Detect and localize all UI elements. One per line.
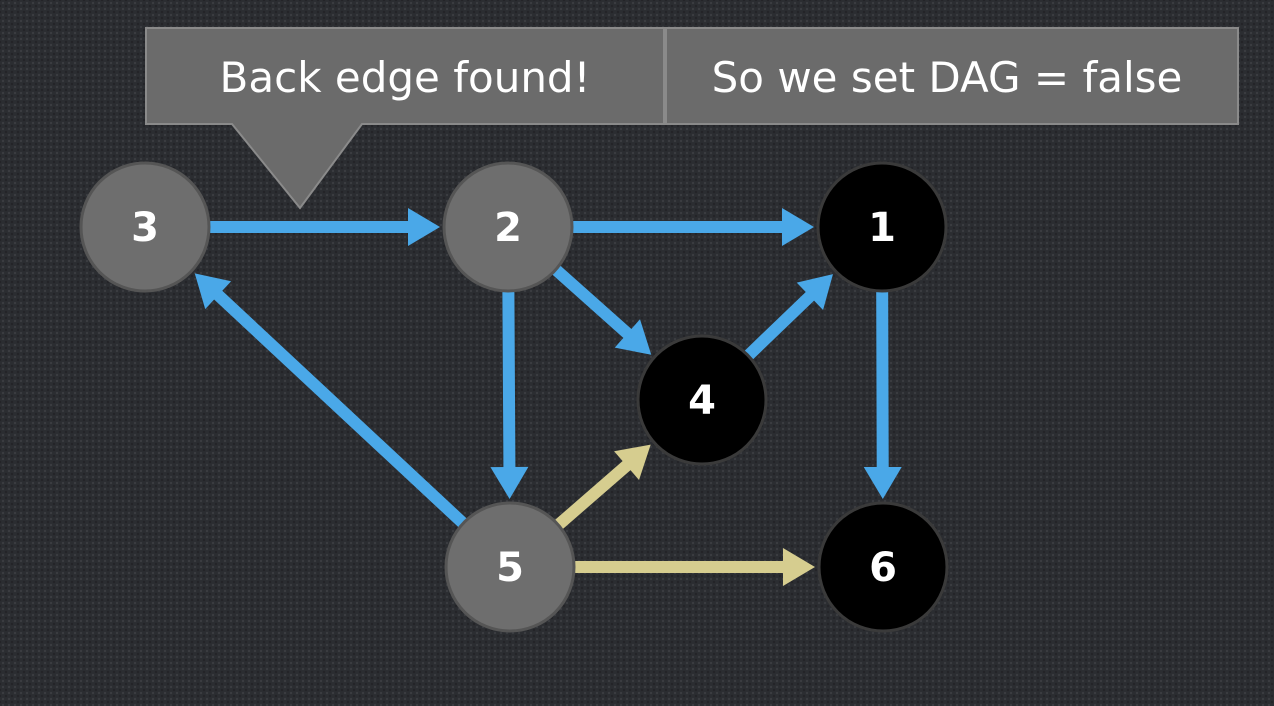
edge-line [502,286,516,476]
node-2: 2 [442,161,574,293]
edge-line [551,264,635,341]
edge-line [553,458,635,530]
edge-4-1 [743,274,833,361]
arrowhead [490,466,529,500]
node-6: 6 [817,501,949,633]
nodes: 3 2 1 4 5 6 [79,161,949,633]
arrowhead [783,548,815,586]
arrowhead [782,208,814,246]
arrowhead [614,319,652,355]
arrowhead [408,208,440,246]
node-label: 1 [868,205,896,251]
node-circle [636,334,768,466]
edge-2-4 [551,264,652,355]
callout-dag-false-text: So we set DAG = false [712,53,1183,102]
node-label: 5 [496,545,524,591]
arrowhead [614,444,651,480]
callout-back-edge: Back edge found! [145,27,665,210]
node-5: 5 [444,501,576,633]
node-circle [816,161,948,293]
node-1: 1 [816,161,948,293]
edge-5-4 [553,444,651,530]
edge-3-2 [205,208,440,246]
edges [194,208,902,586]
arrowhead [863,466,902,500]
node-label: 2 [494,205,522,251]
arrowhead [796,274,833,310]
edge-line [743,288,818,361]
node-label: 4 [688,378,716,424]
node-circle [444,501,576,633]
node-label: 3 [131,205,159,251]
node-circle [817,501,949,633]
edge-2-5 [490,286,529,500]
node-circle [442,161,574,293]
edge-5-6 [570,548,815,586]
edge-5-3 [194,273,468,529]
arrowhead [194,273,232,310]
edge-line [210,287,468,529]
node-4: 4 [636,334,768,466]
node-label: 6 [869,545,897,591]
edge-2-1 [568,208,814,246]
callout-back-edge-text: Back edge found! [220,53,591,102]
edge-line [876,286,889,476]
node-circle [79,161,211,293]
callout-dag-false: So we set DAG = false [665,27,1239,125]
node-3: 3 [79,161,211,293]
edge-1-6 [863,286,902,500]
